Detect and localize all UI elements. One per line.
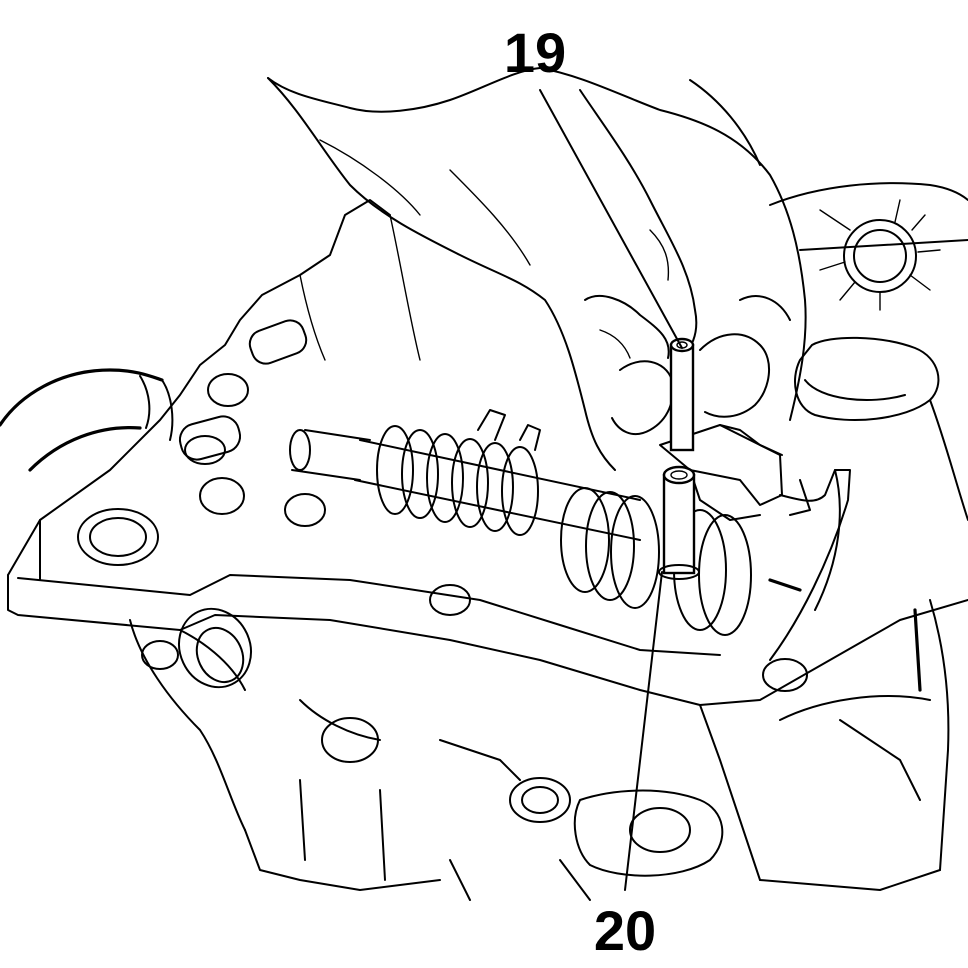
upper-housing <box>769 182 968 521</box>
leader-lines <box>539 89 683 891</box>
casing-plate <box>7 199 968 823</box>
leader-20 <box>624 571 663 891</box>
gloved-hand <box>267 67 807 471</box>
slot <box>248 319 308 365</box>
shift-shaft <box>289 409 752 636</box>
lower-bore <box>573 789 724 877</box>
synchro-rings <box>560 487 752 636</box>
hose <box>0 368 174 472</box>
pin-20 <box>658 465 700 580</box>
mounting-holes <box>77 373 808 823</box>
spring <box>376 425 539 536</box>
leader-19 <box>539 89 683 349</box>
selector-fork <box>659 424 851 661</box>
callout-19: 19 <box>504 21 566 84</box>
lower-housing <box>129 599 950 901</box>
pin-19 <box>669 337 695 452</box>
callout-20: 20 <box>594 899 656 962</box>
housing-opening <box>794 336 940 421</box>
